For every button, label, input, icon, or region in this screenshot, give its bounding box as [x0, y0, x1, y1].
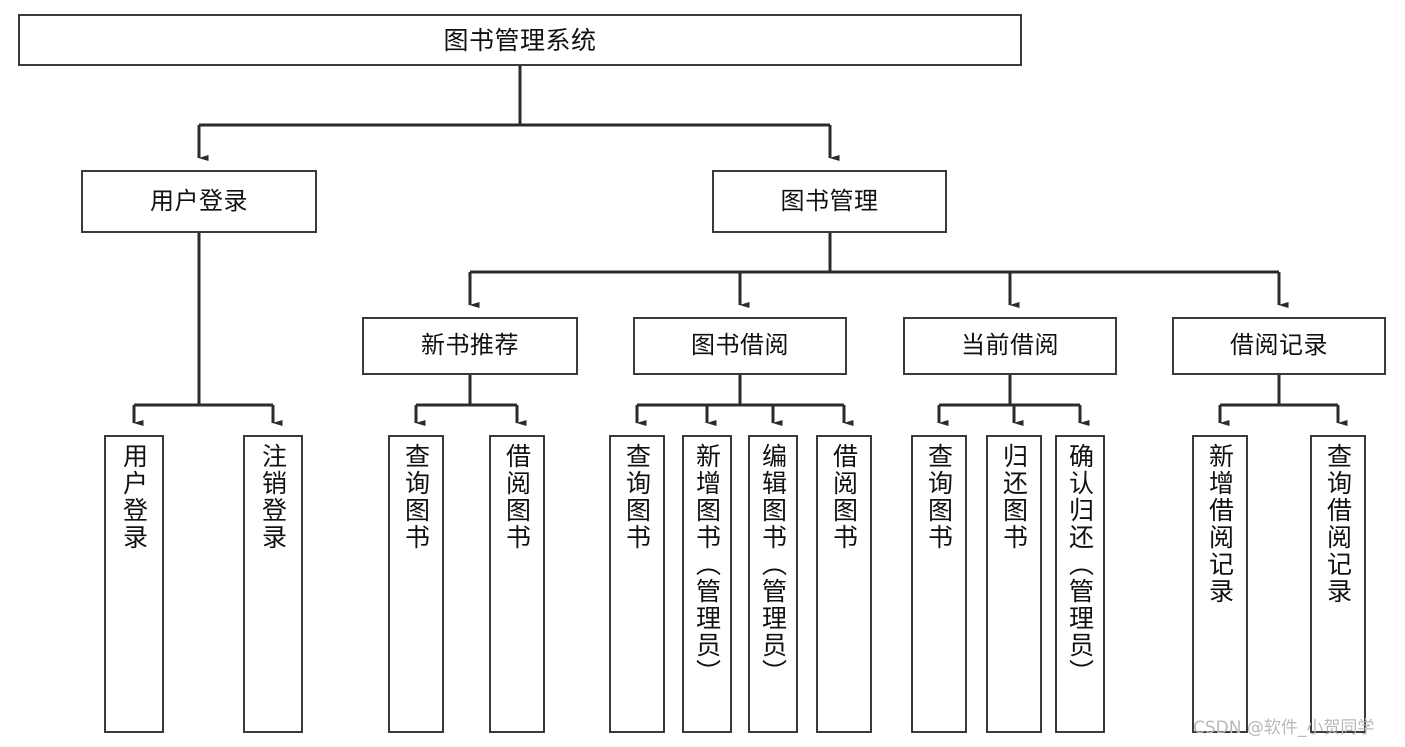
node-root[interactable]: 图书管理系统 [18, 14, 1022, 66]
node-user-login-label: 用户登录 [150, 186, 248, 215]
node-borrow-record-label: 借阅记录 [1230, 331, 1328, 360]
node-leaf-logout-label: 注销登录 [258, 443, 288, 551]
node-new-book-recommend-label: 新书推荐 [421, 331, 519, 360]
node-leaf-user-login[interactable]: 用户登录 [104, 435, 164, 733]
node-leaf-borrow-book-label: 借阅图书 [829, 443, 859, 551]
node-book-manage[interactable]: 图书管理 [712, 170, 947, 233]
node-book-borrow-label: 图书借阅 [691, 331, 789, 360]
node-leaf-logout[interactable]: 注销登录 [243, 435, 303, 733]
node-leaf-confirm-return[interactable]: 确认归还（管理员） [1055, 435, 1105, 733]
node-leaf-add-book[interactable]: 新增图书（管理员） [682, 435, 732, 733]
node-new-book-recommend[interactable]: 新书推荐 [362, 317, 578, 375]
node-leaf-query-book-current[interactable]: 查询图书 [911, 435, 967, 733]
node-leaf-add-borrow-record[interactable]: 新增借阅记录 [1192, 435, 1248, 733]
node-leaf-user-login-label: 用户登录 [119, 443, 149, 551]
node-leaf-query-borrow-record[interactable]: 查询借阅记录 [1310, 435, 1366, 733]
node-leaf-borrow-book-recommend-label: 借阅图书 [502, 443, 532, 551]
node-leaf-add-borrow-record-label: 新增借阅记录 [1205, 443, 1235, 605]
node-leaf-query-book-borrow-label: 查询图书 [622, 443, 652, 551]
node-leaf-edit-book-label: 编辑图书（管理员） [758, 443, 788, 686]
csdn-watermark: CSDN @软件_小贺同学 [1193, 718, 1375, 738]
node-leaf-confirm-return-label: 确认归还（管理员） [1065, 443, 1095, 686]
node-current-borrow-label: 当前借阅 [961, 331, 1059, 360]
node-leaf-borrow-book[interactable]: 借阅图书 [816, 435, 872, 733]
node-leaf-borrow-book-recommend[interactable]: 借阅图书 [489, 435, 545, 733]
node-user-login[interactable]: 用户登录 [81, 170, 317, 233]
node-leaf-return-book[interactable]: 归还图书 [986, 435, 1042, 733]
node-leaf-return-book-label: 归还图书 [999, 443, 1029, 551]
node-root-label: 图书管理系统 [443, 25, 597, 55]
node-leaf-query-book-recommend-label: 查询图书 [401, 443, 431, 551]
node-leaf-query-borrow-record-label: 查询借阅记录 [1323, 443, 1353, 605]
node-leaf-query-book-borrow[interactable]: 查询图书 [609, 435, 665, 733]
node-leaf-edit-book[interactable]: 编辑图书（管理员） [748, 435, 798, 733]
node-leaf-add-book-label: 新增图书（管理员） [692, 443, 722, 686]
node-book-manage-label: 图书管理 [780, 186, 879, 215]
node-leaf-query-book-current-label: 查询图书 [924, 443, 954, 551]
node-leaf-query-book-recommend[interactable]: 查询图书 [388, 435, 444, 733]
node-book-borrow[interactable]: 图书借阅 [633, 317, 847, 375]
node-current-borrow[interactable]: 当前借阅 [903, 317, 1117, 375]
node-borrow-record[interactable]: 借阅记录 [1172, 317, 1386, 375]
